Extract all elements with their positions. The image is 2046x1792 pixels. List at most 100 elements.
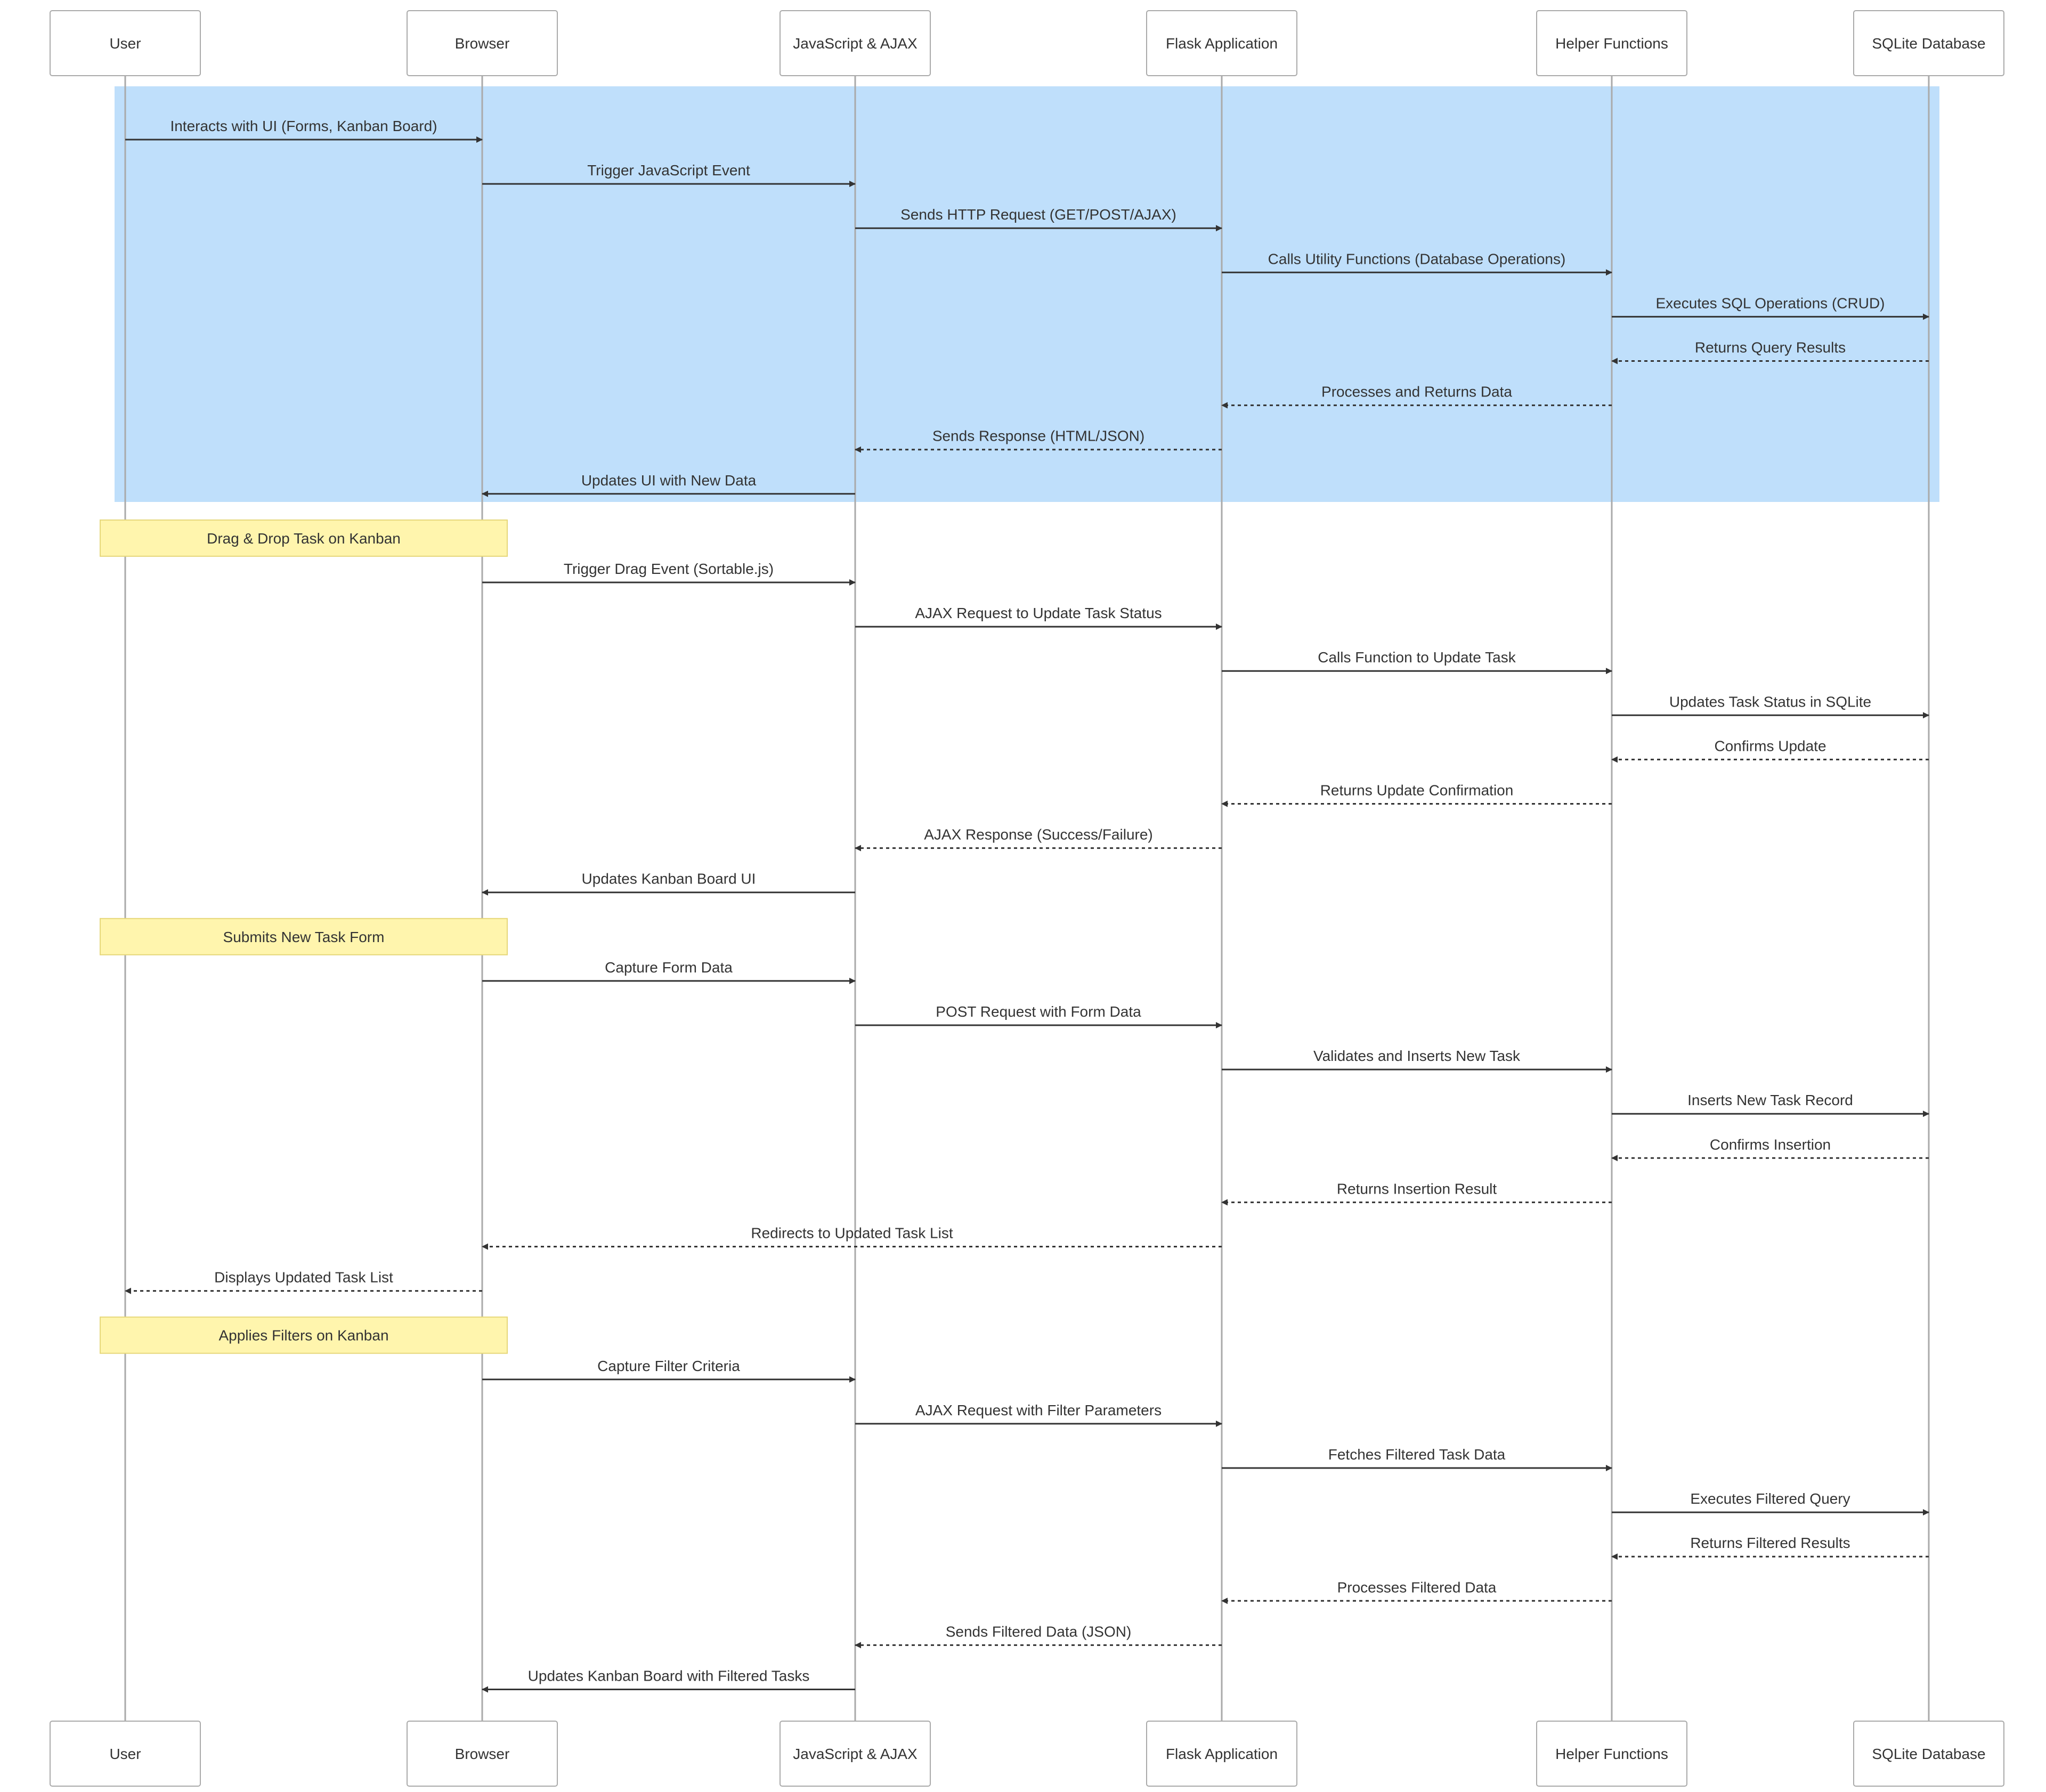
message-label: Trigger Drag Event (Sortable.js) [564,561,774,577]
note-label: Drag & Drop Task on Kanban [207,530,401,547]
message: Confirms Insertion [1611,1136,1929,1162]
actor-box [1536,1721,1687,1787]
message-label: Confirms Update [1714,737,1826,754]
actor-box [780,10,931,76]
message-label: Returns Filtered Results [1690,1535,1850,1551]
message: Executes SQL Operations (CRUD) [1612,295,1929,320]
message: Executes Filtered Query [1612,1490,1929,1516]
actor-box [50,10,201,76]
message-label: Calls Function to Update Task [1318,649,1516,666]
actor-label: JavaScript & AJAX [793,35,918,52]
actor-user-top: User [50,10,201,76]
actor-box [1146,10,1297,76]
message-label: Inserts New Task Record [1687,1092,1853,1108]
message-label: Calls Utility Functions (Database Operat… [1268,250,1566,267]
note-box [100,918,508,955]
actor-js-bottom: JavaScript & AJAX [780,1721,931,1787]
message: Displays Updated Task List [125,1269,482,1294]
actor-label: Browser [455,35,510,52]
message: Capture Filter Criteria [482,1358,856,1383]
message-label: Validates and Inserts New Task [1313,1048,1521,1064]
actor-js-top: JavaScript & AJAX [780,10,931,76]
message: Processes Filtered Data [1221,1579,1612,1604]
message: Fetches Filtered Task Data [1222,1446,1612,1471]
message-label: Sends Filtered Data (JSON) [946,1623,1132,1640]
message: Returns Filtered Results [1611,1535,1929,1560]
message-label: AJAX Request with Filter Parameters [915,1402,1162,1418]
actor-helper-top: Helper Functions [1536,10,1687,76]
message-label: Trigger JavaScript Event [587,162,750,179]
actor-label: User [109,1746,141,1762]
actor-label: Browser [455,1746,510,1762]
message-label: Sends Response (HTML/JSON) [932,428,1144,444]
message: Trigger JavaScript Event [482,162,856,188]
actor-flask-top: Flask Application [1146,10,1297,76]
highlight-region [115,86,1939,502]
message-label: Redirects to Updated Task List [751,1225,953,1242]
message: Confirms Update [1611,737,1929,763]
actor-label: SQLite Database [1872,1746,1985,1762]
message: Processes and Returns Data [1221,384,1612,409]
message-label: Sends HTTP Request (GET/POST/AJAX) [900,206,1176,223]
actor-db-bottom: SQLite Database [1853,1721,2004,1787]
message-label: Capture Filter Criteria [597,1358,740,1374]
note: Applies Filters on Kanban [100,1316,508,1354]
message: AJAX Request with Filter Parameters [855,1402,1222,1427]
message: Updates UI with New Data [482,472,855,497]
message: Calls Utility Functions (Database Operat… [1222,250,1612,276]
message: POST Request with Form Data [855,1003,1222,1028]
message: Interacts with UI (Forms, Kanban Board) [125,118,483,143]
actor-box [407,10,558,76]
message-label: POST Request with Form Data [936,1003,1141,1020]
actor-label: SQLite Database [1872,35,1985,52]
actor-box [407,1721,558,1787]
message-label: Returns Query Results [1695,339,1846,356]
message: Updates Kanban Board with Filtered Tasks [482,1668,855,1693]
actor-browser-top: Browser [407,10,558,76]
actor-label: User [109,35,141,52]
message-label: Executes Filtered Query [1690,1490,1850,1507]
actor-label: Helper Functions [1555,35,1668,52]
actor-box [780,1721,931,1787]
message-label: Executes SQL Operations (CRUD) [1656,295,1885,311]
message-label: Displays Updated Task List [214,1269,393,1286]
message: Inserts New Task Record [1612,1092,1929,1117]
message: Sends HTTP Request (GET/POST/AJAX) [855,206,1222,232]
note: Drag & Drop Task on Kanban [100,519,508,557]
actor-helper-bottom: Helper Functions [1536,1721,1687,1787]
message: Updates Kanban Board UI [482,871,855,896]
message: Sends Response (HTML/JSON) [855,428,1222,453]
note: Submits New Task Form [100,918,508,955]
message: Trigger Drag Event (Sortable.js) [482,561,856,586]
actor-browser-bottom: Browser [407,1721,558,1787]
message-label: Returns Update Confirmation [1320,782,1514,799]
message-label: Updates Kanban Board UI [582,871,756,887]
actor-label: Helper Functions [1555,1746,1668,1762]
message: Redirects to Updated Task List [482,1225,1222,1250]
actor-box [1536,10,1687,76]
message: AJAX Response (Success/Failure) [855,826,1222,852]
message-label: Confirms Insertion [1710,1136,1831,1153]
message-label: Processes and Returns Data [1321,384,1512,400]
actor-label: Flask Application [1166,35,1278,52]
message-label: AJAX Response (Success/Failure) [924,826,1153,843]
message: Sends Filtered Data (JSON) [855,1623,1222,1649]
actor-box [1146,1721,1297,1787]
message: Updates Task Status in SQLite [1612,693,1929,719]
note-box [100,519,508,557]
actor-db-top: SQLite Database [1853,10,2004,76]
note-label: Applies Filters on Kanban [218,1327,388,1344]
message: Capture Form Data [482,959,856,984]
actor-label: Flask Application [1166,1746,1278,1762]
note-box [100,1316,508,1354]
actor-box [1853,1721,2004,1787]
message: Calls Function to Update Task [1222,649,1612,675]
message: Returns Update Confirmation [1221,782,1612,807]
message: AJAX Request to Update Task Status [855,605,1222,630]
message: Returns Insertion Result [1221,1180,1612,1206]
actor-box [1853,10,2004,76]
actor-box [50,1721,201,1787]
message-label: Interacts with UI (Forms, Kanban Board) [170,118,437,134]
message: Validates and Inserts New Task [1222,1048,1612,1073]
actor-flask-bottom: Flask Application [1146,1721,1297,1787]
